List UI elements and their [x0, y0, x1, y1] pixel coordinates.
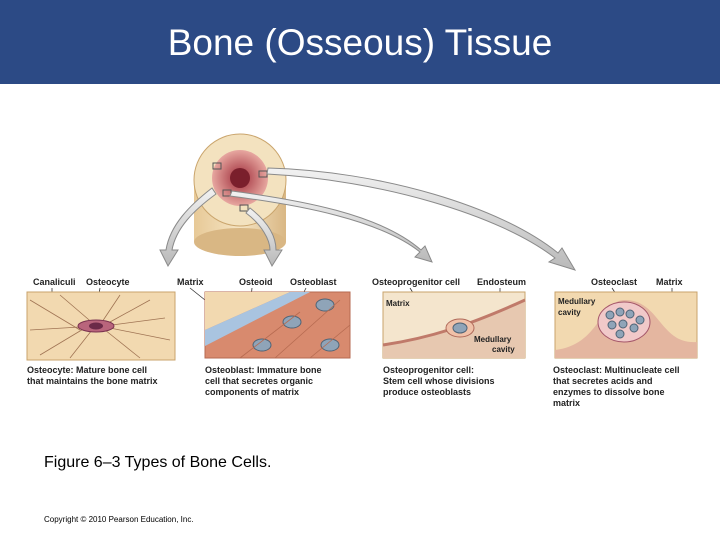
label-endosteum: Endosteum: [477, 277, 526, 287]
caption-osteocyte: Osteocyte: Mature bone cell that maintai…: [27, 365, 158, 386]
inset-label-cavity-1: cavity: [492, 345, 515, 354]
svg-text:Osteocyte: Mature bone cell: Osteocyte: Mature bone cell: [27, 365, 147, 375]
label-osteocyte: Osteocyte: [86, 277, 130, 287]
svg-text:that maintains the bone matrix: that maintains the bone matrix: [27, 376, 158, 386]
inset-label-cavity-2: cavity: [558, 308, 581, 317]
label-osteoblast: Osteoblast: [290, 277, 337, 287]
osteoid-layer: [205, 292, 310, 346]
inset-label-medullary-2: Medullary: [558, 297, 596, 306]
inset-label-matrix: Matrix: [386, 299, 410, 308]
pointer-arrows: [159, 167, 577, 271]
figure-caption: Figure 6–3 Types of Bone Cells.: [44, 454, 272, 471]
bone-cylinder: [193, 133, 287, 256]
svg-text:produce osteoblasts: produce osteoblasts: [383, 387, 471, 397]
arrow-to-osteoclast: [266, 167, 577, 271]
panel-osteoblast: [204, 291, 351, 359]
page-title: Bone (Osseous) Tissue: [167, 22, 553, 63]
title-bar: Bone (Osseous) Tissue: [0, 0, 720, 84]
svg-text:that secretes acids and: that secretes acids and: [553, 376, 653, 386]
svg-text:Osteoclast: Multinucleate cell: Osteoclast: Multinucleate cell: [553, 365, 680, 375]
arrow-to-osteocyte: [159, 187, 217, 268]
label-osteoprogenitor-cell: Osteoprogenitor cell: [372, 277, 460, 287]
inset-label-medullary-1: Medullary: [474, 335, 512, 344]
label-canaliculi: Canaliculi: [33, 277, 76, 287]
caption-osteoblast: Osteoblast: Immature bone cell that secr…: [205, 365, 322, 397]
arrow-to-osteoblast: [245, 207, 283, 268]
svg-text:cell that secretes organic: cell that secretes organic: [205, 376, 313, 386]
copyright-notice: Copyright © 2010 Pearson Education, Inc.: [44, 515, 194, 524]
callout-box-osteocyte: [212, 162, 222, 170]
caption-osteoprogenitor: Osteoprogenitor cell: Stem cell whose di…: [383, 365, 495, 397]
svg-text:components of matrix: components of matrix: [205, 387, 299, 397]
panel-osteoclast: Medullary cavity: [554, 291, 698, 359]
svg-text:Osteoprogenitor cell:: Osteoprogenitor cell:: [383, 365, 474, 375]
arrow-to-progenitor: [229, 190, 433, 263]
svg-text:matrix: matrix: [553, 398, 580, 408]
svg-text:Stem cell whose divisions: Stem cell whose divisions: [383, 376, 495, 386]
caption-osteoclast: Osteoclast: Multinucleate cell that secr…: [553, 365, 680, 408]
svg-text:enzymes to dissolve bone: enzymes to dissolve bone: [553, 387, 665, 397]
label-matrix-1: Matrix: [177, 277, 204, 287]
svg-text:Osteoblast: Immature bone: Osteoblast: Immature bone: [205, 365, 322, 375]
label-matrix-2: Matrix: [656, 277, 683, 287]
panel-osteocyte: [26, 291, 176, 361]
callout-box-osteoblast: [239, 204, 249, 212]
label-osteoid: Osteoid: [239, 277, 273, 287]
label-osteoclast: Osteoclast: [591, 277, 637, 287]
panel-osteoprogenitor: Matrix Medullary cavity: [382, 291, 526, 359]
